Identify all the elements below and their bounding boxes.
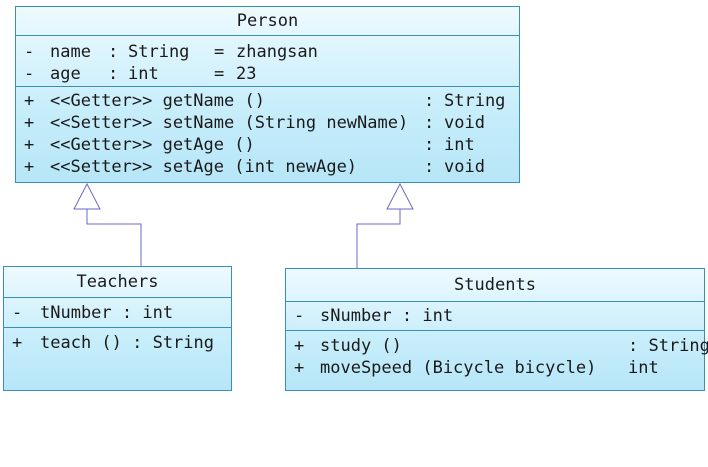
attribute-equals: =	[214, 42, 225, 62]
operation-visibility: +	[294, 358, 305, 378]
attribute-visibility: -	[12, 303, 23, 323]
teachers-class-name: Teachers	[4, 267, 231, 298]
attribute-colon: :	[108, 64, 119, 84]
operation-colon: :	[424, 113, 435, 133]
teachers-operation-teach[interactable]: + teach () : String	[4, 332, 231, 354]
person-operation-setname[interactable]: + <<Setter>> setName (String newName) : …	[16, 112, 519, 134]
attribute-name: name	[50, 42, 91, 62]
attribute-type: int	[128, 64, 159, 84]
operation-visibility: +	[24, 113, 35, 133]
students-generalization	[356, 182, 414, 268]
students-generalization-line	[356, 209, 401, 268]
operation-colon: :	[424, 91, 435, 111]
operation-return-type: void	[444, 113, 485, 133]
teachers-operations: + teach () : String	[4, 328, 231, 354]
person-attributes: - name : String = zhangsan - age : int =…	[16, 36, 519, 87]
operation-return-type: : String	[628, 336, 708, 356]
operation-visibility: +	[24, 91, 35, 111]
teachers-generalization-arrowhead	[73, 182, 101, 210]
operation-colon: :	[424, 157, 435, 177]
operation-signature: study ()	[320, 336, 402, 356]
operation-visibility: +	[294, 336, 305, 356]
students-generalization-arrowhead	[386, 182, 414, 210]
person-operations: + <<Getter>> getName () : String + <<Set…	[16, 87, 519, 178]
operation-signature: moveSpeed (Bicycle bicycle)	[320, 358, 597, 378]
attribute-declaration: sNumber : int	[320, 306, 454, 326]
attribute-default-value: 23	[236, 64, 257, 84]
students-operation-study[interactable]: + study () : String	[286, 335, 708, 357]
person-operation-getname[interactable]: + <<Getter>> getName () : String	[16, 90, 519, 112]
person-operation-setage[interactable]: + <<Setter>> setAge (int newAge) : void	[16, 156, 519, 178]
operation-return-type: int	[444, 135, 475, 155]
attribute-visibility: -	[24, 42, 35, 62]
operation-visibility: +	[12, 333, 23, 353]
operation-signature: <<Setter>> setAge (int newAge)	[50, 157, 358, 177]
person-class-name: Person	[16, 7, 519, 36]
attribute-visibility: -	[294, 306, 305, 326]
students-attribute-snumber[interactable]: - sNumber : int	[286, 305, 704, 327]
students-attributes: - sNumber : int	[286, 302, 704, 331]
attribute-default-value: zhangsan	[236, 42, 318, 62]
teachers-generalization	[73, 182, 142, 266]
operation-colon: :	[424, 135, 435, 155]
teachers-attributes: - tNumber : int	[4, 298, 231, 328]
person-attribute-name[interactable]: - name : String = zhangsan	[16, 41, 519, 63]
attribute-declaration: tNumber : int	[40, 303, 174, 323]
teachers-generalization-line	[86, 209, 142, 266]
person-class[interactable]: Person - name : String = zhangsan - age …	[15, 6, 520, 183]
teachers-attribute-tnumber[interactable]: - tNumber : int	[4, 302, 231, 324]
operation-return-type: int	[628, 358, 659, 378]
students-class-name: Students	[286, 269, 704, 302]
teachers-class[interactable]: Teachers - tNumber : int + teach () : St…	[3, 266, 232, 391]
attribute-type: String	[128, 42, 190, 62]
attribute-equals: =	[214, 64, 225, 84]
person-operation-getage[interactable]: + <<Getter>> getAge () : int	[16, 134, 519, 156]
operation-visibility: +	[24, 157, 35, 177]
operation-return-type: String	[444, 91, 506, 111]
students-class[interactable]: Students - sNumber : int + study () : St…	[285, 268, 708, 391]
students-operations: + study () : String + moveSpeed (Bicycle…	[286, 331, 708, 379]
operation-signature: <<Setter>> setName (String newName)	[50, 113, 409, 133]
students-operation-movespeed[interactable]: + moveSpeed (Bicycle bicycle) int	[286, 357, 704, 379]
attribute-visibility: -	[24, 64, 35, 84]
person-attribute-age[interactable]: - age : int = 23	[16, 63, 519, 85]
operation-visibility: +	[24, 135, 35, 155]
operation-signature: <<Getter>> getAge ()	[50, 135, 255, 155]
attribute-name: age	[50, 64, 81, 84]
operation-return-type: void	[444, 157, 485, 177]
operation-signature: teach () : String	[40, 333, 214, 353]
operation-signature: <<Getter>> getName ()	[50, 91, 265, 111]
attribute-colon: :	[108, 42, 119, 62]
